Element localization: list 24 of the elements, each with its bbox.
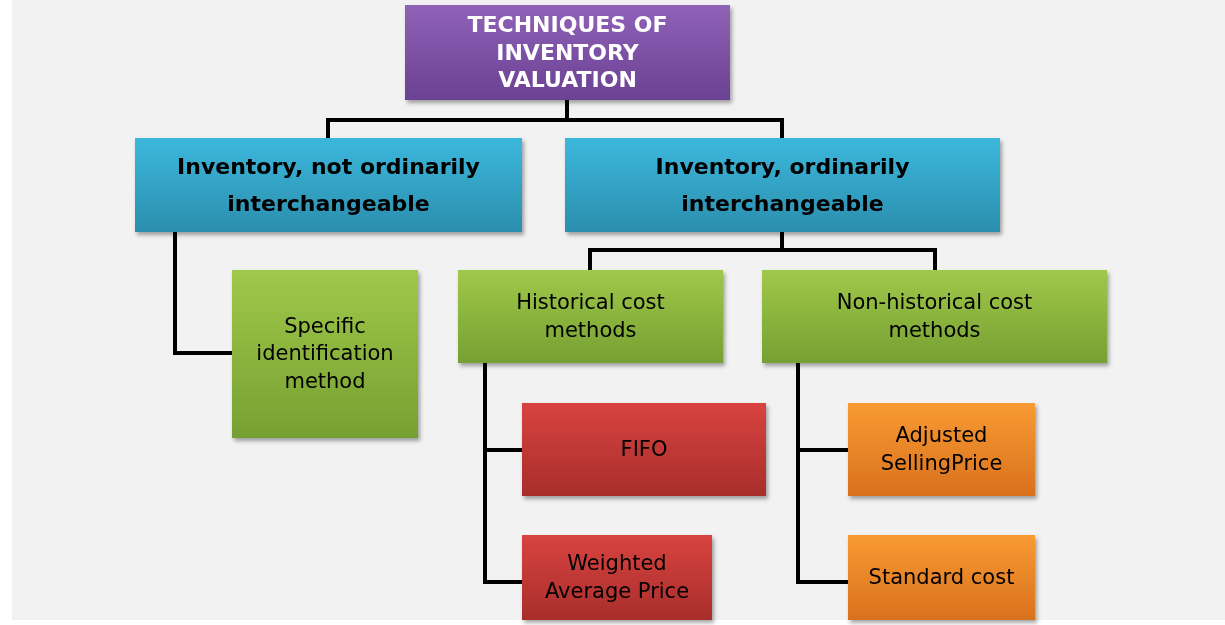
category-box <box>135 138 522 232</box>
node-label: FIFO <box>620 435 668 463</box>
node-label: TECHNIQUES OF INVENTORY VALUATION <box>466 11 669 94</box>
method-box <box>522 535 712 620</box>
connector-line <box>483 363 522 584</box>
method-box <box>848 535 1035 620</box>
node-label: Historical cost methods <box>515 289 666 344</box>
node-label: Inventory, not ordinarily interchangeable <box>176 152 481 218</box>
method-box <box>848 403 1035 496</box>
node-label: Non-historical cost methods <box>835 289 1034 344</box>
node-label: Inventory, ordinarily interchangeable <box>654 152 911 218</box>
connector-line <box>173 232 232 355</box>
method-box <box>522 403 766 496</box>
connector-line <box>780 232 937 270</box>
method-group-box <box>762 270 1107 363</box>
node-label: Standard cost <box>868 563 1015 591</box>
title-box <box>405 5 730 100</box>
category-box <box>565 138 1000 232</box>
node-label: Weighted Average Price <box>543 550 691 605</box>
method-group-box <box>232 270 418 438</box>
node-label: Adjusted SellingPrice <box>879 422 1004 477</box>
connector-line <box>796 363 848 584</box>
node-label: Specific identification method <box>256 313 394 395</box>
method-group-box <box>458 270 723 363</box>
